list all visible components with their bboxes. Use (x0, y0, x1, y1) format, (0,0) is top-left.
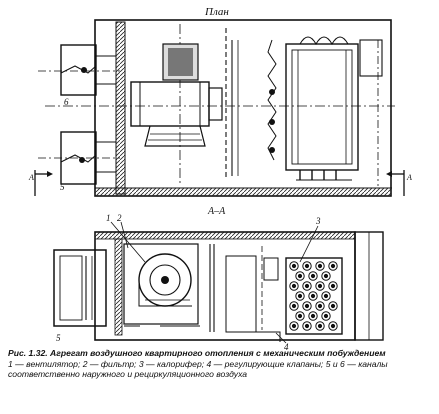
heater-plan (285, 36, 383, 186)
heater-tube (295, 311, 305, 321)
heater-section: 3 (285, 216, 343, 335)
valves-plan (231, 39, 277, 176)
heater-tube (328, 281, 338, 291)
heater-tube (315, 261, 325, 271)
callout-4: 4 (284, 342, 289, 352)
heater-tube-core (317, 303, 323, 309)
callout-3: 3 (315, 216, 321, 226)
heater-tube (315, 281, 325, 291)
plan-left-wall-hatch (115, 21, 126, 195)
heater-tube (308, 291, 318, 301)
heater-tube-core (330, 263, 336, 269)
callout-5: 5 (60, 182, 65, 192)
heater-tube-core (297, 293, 303, 299)
fan-section: 1 2 (106, 213, 200, 327)
figure-caption: Рис. 1.32. Агрегат воздушного квартирног… (8, 348, 434, 380)
heater-tube-core (330, 283, 336, 289)
heater-tube (315, 301, 325, 311)
heater-tube-core (297, 313, 303, 319)
heater-tube (308, 271, 318, 281)
heater-tube-core (304, 303, 310, 309)
heater-tube (295, 271, 305, 281)
cut-mark-left: А (28, 173, 34, 182)
heater-tube-core (323, 273, 329, 279)
heater-tube-core (291, 303, 297, 309)
plan-label: План (204, 6, 229, 18)
heater-tube-core (317, 263, 323, 269)
heater-tube (321, 271, 331, 281)
cut-mark-right: А (406, 173, 412, 182)
heater-tube (315, 321, 325, 331)
heater-tube-core (330, 323, 336, 329)
heater-tube (321, 291, 331, 301)
callout-5-section: 5 (56, 333, 61, 343)
heater-tube-core (291, 263, 297, 269)
section-view: А–А 5 1 2 (53, 206, 384, 352)
callout-2: 2 (117, 213, 122, 223)
heater-tube (289, 301, 299, 311)
heater-tube (308, 311, 318, 321)
heater-tube (302, 321, 312, 331)
heater-tube-core (297, 273, 303, 279)
outdoor-air-channel-plan: 5 (60, 131, 116, 192)
heater-tube (289, 281, 299, 291)
heater-tube-core (291, 283, 297, 289)
heater-tube (328, 261, 338, 271)
recirculation-channel-plan: 6 (60, 44, 116, 107)
caption-title: Рис. 1.32. Агрегат воздушного квартирног… (8, 348, 386, 358)
outdoor-air-channel-section: 5 (53, 249, 107, 343)
heater-tube-core (310, 273, 316, 279)
heater-tube-core (304, 283, 310, 289)
heater-tube-core (330, 303, 336, 309)
heater-tube-core (323, 293, 329, 299)
section-label: А–А (207, 206, 226, 217)
heater-tube (328, 321, 338, 331)
heater-tube-core (310, 313, 316, 319)
heater-tube-core (317, 323, 323, 329)
heater-tube (302, 301, 312, 311)
section-cut-marks: А А (28, 170, 412, 196)
heater-tube (289, 321, 299, 331)
fan-plan (130, 43, 223, 147)
heater-tube-core (323, 313, 329, 319)
heater-tube-core (310, 293, 316, 299)
heater-tube-core (317, 283, 323, 289)
heater-tube (321, 311, 331, 321)
plan-view: План 6 5 (28, 6, 412, 197)
heater-tube (328, 301, 338, 311)
heater-tube-core (291, 323, 297, 329)
section-top-slab (94, 231, 356, 240)
callout-6: 6 (64, 97, 69, 107)
callout-1: 1 (106, 213, 111, 223)
heater-tube (302, 281, 312, 291)
heater-tube-core (304, 323, 310, 329)
heater-tube-core (304, 263, 310, 269)
heater-tube (295, 291, 305, 301)
heater-tube (289, 261, 299, 271)
caption-legend: 1 — вентилятор; 2 — фильтр; 3 — калорифе… (8, 358, 388, 380)
heater-tube (302, 261, 312, 271)
valves-section: 4 (209, 244, 289, 352)
